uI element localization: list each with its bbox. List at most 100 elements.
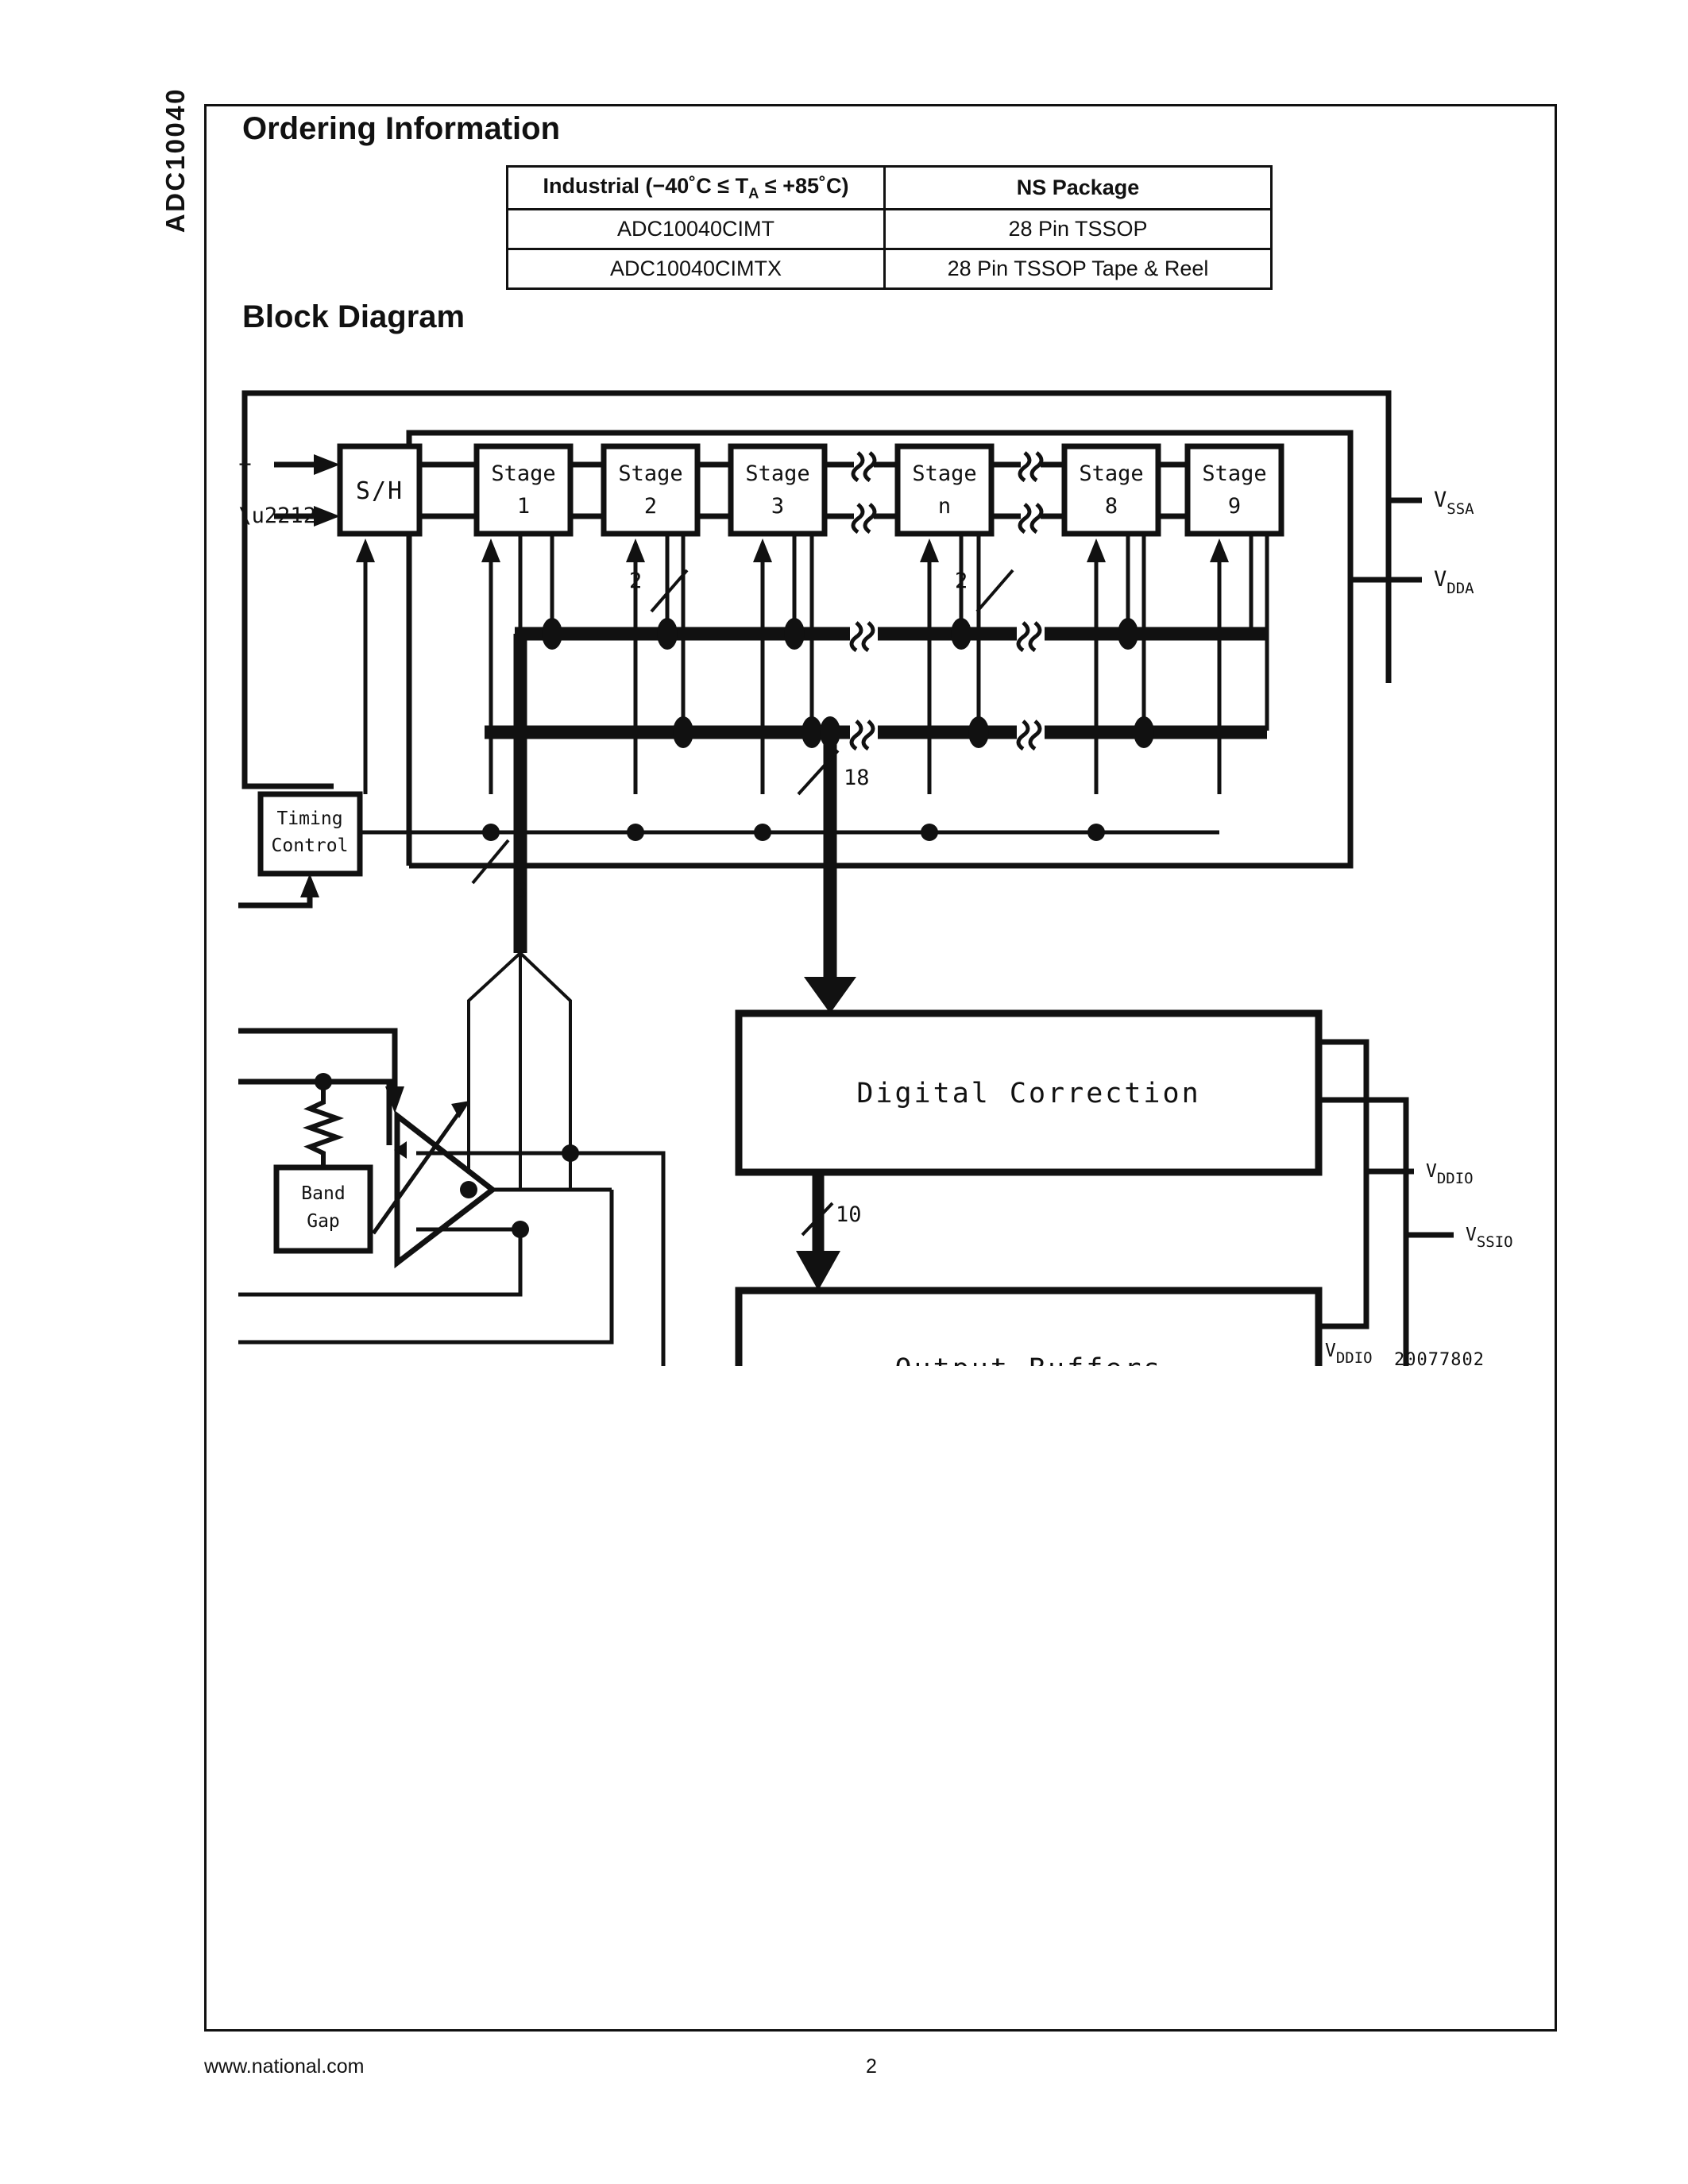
vin-plus-arrowhead	[314, 454, 340, 475]
vref-to-amp	[323, 1078, 392, 1145]
cell-part-number: ADC10040CIMT	[506, 208, 886, 251]
column-header-industrial: Industrial (−40˚C ≤ TA ≤ +85˚C)	[506, 164, 886, 211]
timing-control-block	[257, 791, 363, 877]
vref-junction-dot	[315, 1073, 332, 1090]
block-diagram-figure: VSSA VDDA VIN + VIN \u2212 S/H S	[238, 390, 1513, 1366]
interstage-links	[570, 461, 1188, 519]
figure-id-number: 20077802	[1394, 1350, 1485, 1370]
stage-3-block	[728, 443, 828, 537]
cell-package: 28 Pin TSSOP	[883, 208, 1273, 251]
stage-2-block	[601, 443, 701, 537]
header-text-post: ≤ +85˚C)	[759, 174, 849, 198]
reference-amplifier	[394, 1109, 497, 1269]
stage-9-number: 9	[1228, 494, 1241, 519]
stage-1-label: Stage	[491, 461, 555, 486]
output-buffers-block	[735, 1287, 1323, 1366]
vertical-data-buses	[513, 634, 837, 977]
band-gap-block	[273, 1164, 373, 1254]
amp-adjust-arrowhead	[451, 1101, 470, 1118]
vssa-rail-path	[241, 390, 1392, 683]
band-gap-label-line1: Band	[301, 1183, 345, 1204]
label-vssa: VSSA	[1434, 488, 1474, 518]
stage-clock-arrowheads	[356, 538, 1229, 562]
stage-3-number: 3	[771, 494, 784, 519]
reference-taps	[238, 1151, 666, 1366]
ordering-information-table: Industrial (−40˚C ≤ TA ≤ +85˚C) NS Packa…	[506, 164, 1273, 291]
reference-tap-dots	[460, 1144, 579, 1238]
vssa-left-drop	[241, 433, 334, 789]
bus-width-dac-ref: 3	[515, 878, 527, 903]
reference-resistor	[302, 1090, 345, 1167]
vdda-rail-path	[406, 430, 1354, 869]
footer-page-number: 2	[866, 2055, 877, 2078]
timing-junction-dots	[482, 824, 1105, 841]
bus-width-correction-in: 18	[844, 766, 870, 790]
stage-n-label: Stage	[912, 461, 976, 486]
label-vssio-right: VSSIO	[1466, 1225, 1513, 1251]
footer-website[interactable]: www.national.com	[204, 2055, 365, 2078]
break-squiggles-bus	[849, 621, 1042, 751]
stage-8-label: Stage	[1079, 461, 1143, 486]
data-bus-lines	[485, 627, 1267, 739]
table-header-row: Industrial (−40˚C ≤ TA ≤ +85˚C) NS Packa…	[506, 164, 1273, 211]
clk-wire	[238, 897, 313, 909]
bus-width-slashes	[650, 569, 1014, 613]
label-vssa-sub: SSA	[1447, 500, 1474, 518]
clk-arrowhead	[300, 874, 319, 897]
stage-9-block	[1184, 443, 1284, 537]
stage-9-label: Stage	[1202, 461, 1266, 486]
stage-stems	[363, 544, 1222, 794]
label-vin-plus-sign: +	[238, 452, 252, 477]
break-squiggles-signal	[851, 451, 1044, 534]
buffers-input-arrowhead	[796, 1251, 840, 1291]
label-vddio-buffers: VDDIO	[1325, 1341, 1373, 1366]
amp-input-arrowhead	[394, 1141, 407, 1159]
label-vddio-buffers-sub: DDIO	[1336, 1349, 1373, 1366]
label-vin-plus: VIN +	[238, 452, 252, 482]
bus-width-stagen: 2	[955, 569, 968, 593]
stage-8-block	[1061, 443, 1161, 537]
stage-2-label: Stage	[618, 461, 682, 486]
column-header-ns-package: NS Package	[883, 164, 1273, 211]
label-vdda-sub: DDA	[1447, 580, 1474, 597]
label-vddio-right: VDDIO	[1426, 1161, 1474, 1187]
digital-correction-label: Digital Correction	[856, 1078, 1200, 1109]
table-row: ADC10040CIMT 28 Pin TSSOP	[506, 208, 1273, 251]
stage-n-number: n	[938, 494, 951, 519]
timing-control-label-line1: Timing	[276, 808, 342, 829]
timing-control-label-line2: Control	[272, 835, 349, 856]
cell-part-number: ADC10040CIMTX	[506, 248, 886, 291]
stage-n-block	[894, 443, 995, 537]
sample-hold-label: S/H	[356, 477, 404, 505]
label-vdda: VDDA	[1434, 567, 1474, 597]
slash-3	[471, 839, 510, 885]
dac-fanout	[467, 839, 572, 1191]
page-title-block-diagram: Block Diagram	[242, 299, 465, 334]
correction-input-arrowhead	[804, 977, 856, 1013]
io-supply-wiring	[1319, 1039, 1454, 1366]
stage-1-block	[473, 443, 574, 537]
slash-18	[797, 749, 840, 796]
slash-10-correction	[801, 1202, 834, 1237]
output-buffers-label: Output Buffers	[894, 1353, 1162, 1366]
digital-correction-block	[735, 1009, 1323, 1176]
sample-hold-block	[337, 443, 423, 537]
bus-width-stage2: 2	[629, 569, 642, 593]
vin-minus-arrowhead	[314, 506, 340, 527]
page-title-ordering-information: Ordering Information	[242, 111, 560, 146]
cell-package: 28 Pin TSSOP Tape & Reel	[883, 248, 1273, 291]
amp-adjust-arrow	[371, 1109, 463, 1235]
stage-3-label: Stage	[745, 461, 809, 486]
label-vddio-right-sub: DDIO	[1437, 1170, 1474, 1187]
label-vin-minus-sign: \u2212	[238, 504, 316, 528]
side-tab-part-number: ADC10040	[160, 87, 190, 233]
header-text-pre: Industrial (−40˚C ≤ T	[543, 174, 749, 198]
label-vssio-right-sub: SSIO	[1477, 1233, 1513, 1251]
stage-1-number: 1	[517, 494, 530, 519]
bus-width-correction-out: 10	[836, 1202, 862, 1227]
table-row: ADC10040CIMTX 28 Pin TSSOP Tape & Reel	[506, 248, 1273, 291]
band-gap-label-line2: Gap	[307, 1211, 340, 1232]
stage-2-number: 2	[644, 494, 657, 519]
header-subscript-a: A	[748, 184, 759, 202]
